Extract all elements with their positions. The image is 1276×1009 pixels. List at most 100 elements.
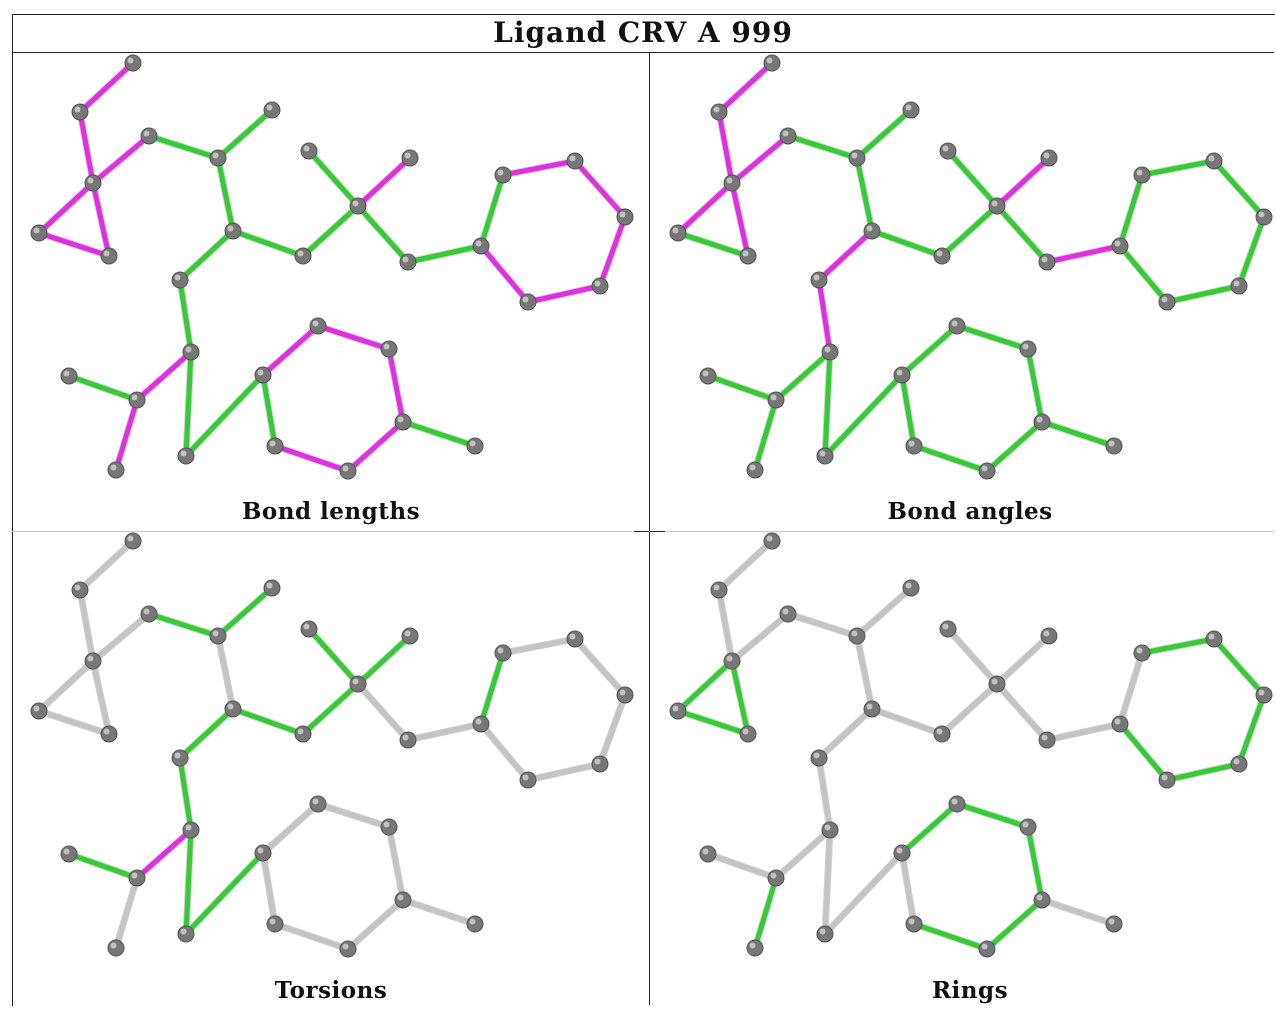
- panel-bond-angles: Bond angles: [652, 53, 1276, 531]
- atom-highlight: [174, 752, 181, 759]
- atom-highlight: [936, 728, 943, 735]
- bond: [272, 443, 351, 474]
- panel-bond-lengths: Bond lengths: [13, 53, 649, 531]
- atom-highlight: [766, 57, 773, 64]
- atom: [266, 437, 284, 455]
- atom-highlight: [269, 440, 276, 447]
- atom-highlight: [866, 703, 873, 710]
- bond: [1236, 692, 1267, 767]
- atom: [710, 103, 728, 121]
- atom-highlight: [87, 177, 94, 184]
- atom: [71, 581, 89, 599]
- atom-highlight: [742, 728, 749, 735]
- bond: [705, 373, 779, 403]
- bond: [994, 681, 1050, 743]
- bond: [816, 755, 833, 833]
- bond: [478, 172, 506, 249]
- atom-highlight: [1208, 155, 1215, 162]
- atom: [978, 462, 996, 480]
- atom: [309, 795, 327, 813]
- bond: [260, 323, 321, 378]
- bond: [66, 851, 140, 881]
- atom: [978, 940, 996, 958]
- atom-highlight: [991, 200, 998, 207]
- atom: [1105, 437, 1123, 455]
- bond: [675, 658, 735, 714]
- panel-caption: Bond angles: [887, 498, 1053, 525]
- atom-highlight: [1108, 440, 1115, 447]
- atom: [1040, 149, 1058, 167]
- atom: [821, 343, 839, 361]
- atom-highlight: [1114, 240, 1121, 247]
- atom: [1105, 915, 1123, 933]
- atom: [266, 915, 284, 933]
- atom-highlight: [33, 705, 40, 712]
- bond: [134, 827, 194, 881]
- bond: [705, 851, 779, 881]
- bond: [1211, 158, 1267, 220]
- atom-highlight: [383, 821, 390, 828]
- atom: [948, 795, 966, 813]
- atom-highlight: [269, 918, 276, 925]
- bond: [716, 109, 735, 186]
- atom: [566, 152, 584, 170]
- bond: [146, 133, 221, 161]
- bond: [729, 611, 791, 664]
- atom: [339, 462, 357, 480]
- atom: [60, 845, 78, 863]
- bond: [400, 897, 478, 927]
- atom: [810, 271, 828, 289]
- atom: [300, 620, 318, 638]
- atom-highlight: [185, 346, 192, 353]
- atom-highlight: [212, 630, 219, 637]
- bond: [300, 681, 361, 737]
- atom: [1040, 627, 1058, 645]
- bond: [36, 180, 96, 236]
- table-frame: [12, 14, 1275, 1006]
- atom: [177, 447, 195, 465]
- atom: [394, 413, 412, 431]
- atom: [988, 675, 1006, 693]
- atom-highlight: [813, 274, 820, 281]
- bond: [345, 419, 406, 474]
- bond: [675, 708, 751, 737]
- atom-highlight: [1258, 689, 1265, 696]
- atom-highlight: [475, 718, 482, 725]
- atom: [669, 224, 687, 242]
- bond: [899, 850, 917, 927]
- atom: [140, 127, 158, 145]
- bond: [355, 203, 411, 265]
- bond: [525, 761, 603, 783]
- bond: [939, 203, 1000, 259]
- bond: [1044, 243, 1123, 265]
- atom-highlight: [713, 584, 720, 591]
- atom: [401, 149, 419, 167]
- bond: [822, 372, 905, 459]
- atom-highlight: [1161, 774, 1168, 781]
- bond: [113, 397, 140, 473]
- bond: [36, 230, 112, 259]
- atom: [810, 749, 828, 767]
- atom: [948, 317, 966, 335]
- atom: [349, 197, 367, 215]
- atom-highlight: [297, 250, 304, 257]
- atom-highlight: [1136, 647, 1143, 654]
- atom-highlight: [749, 464, 756, 471]
- bond: [822, 349, 833, 459]
- atom-highlight: [813, 752, 820, 759]
- bond: [113, 875, 140, 951]
- atom: [1033, 413, 1051, 431]
- atom-highlight: [180, 450, 187, 457]
- atom-highlight: [303, 623, 310, 630]
- atom: [848, 627, 866, 645]
- atom: [933, 725, 951, 743]
- bond: [90, 133, 152, 186]
- atom-highlight: [1022, 343, 1029, 350]
- atom: [1133, 166, 1151, 184]
- atom-highlight: [866, 225, 873, 232]
- atom: [1230, 755, 1248, 773]
- atom: [309, 317, 327, 335]
- atom: [399, 731, 417, 749]
- bond: [675, 180, 735, 236]
- molecule-diagram: [30, 532, 634, 958]
